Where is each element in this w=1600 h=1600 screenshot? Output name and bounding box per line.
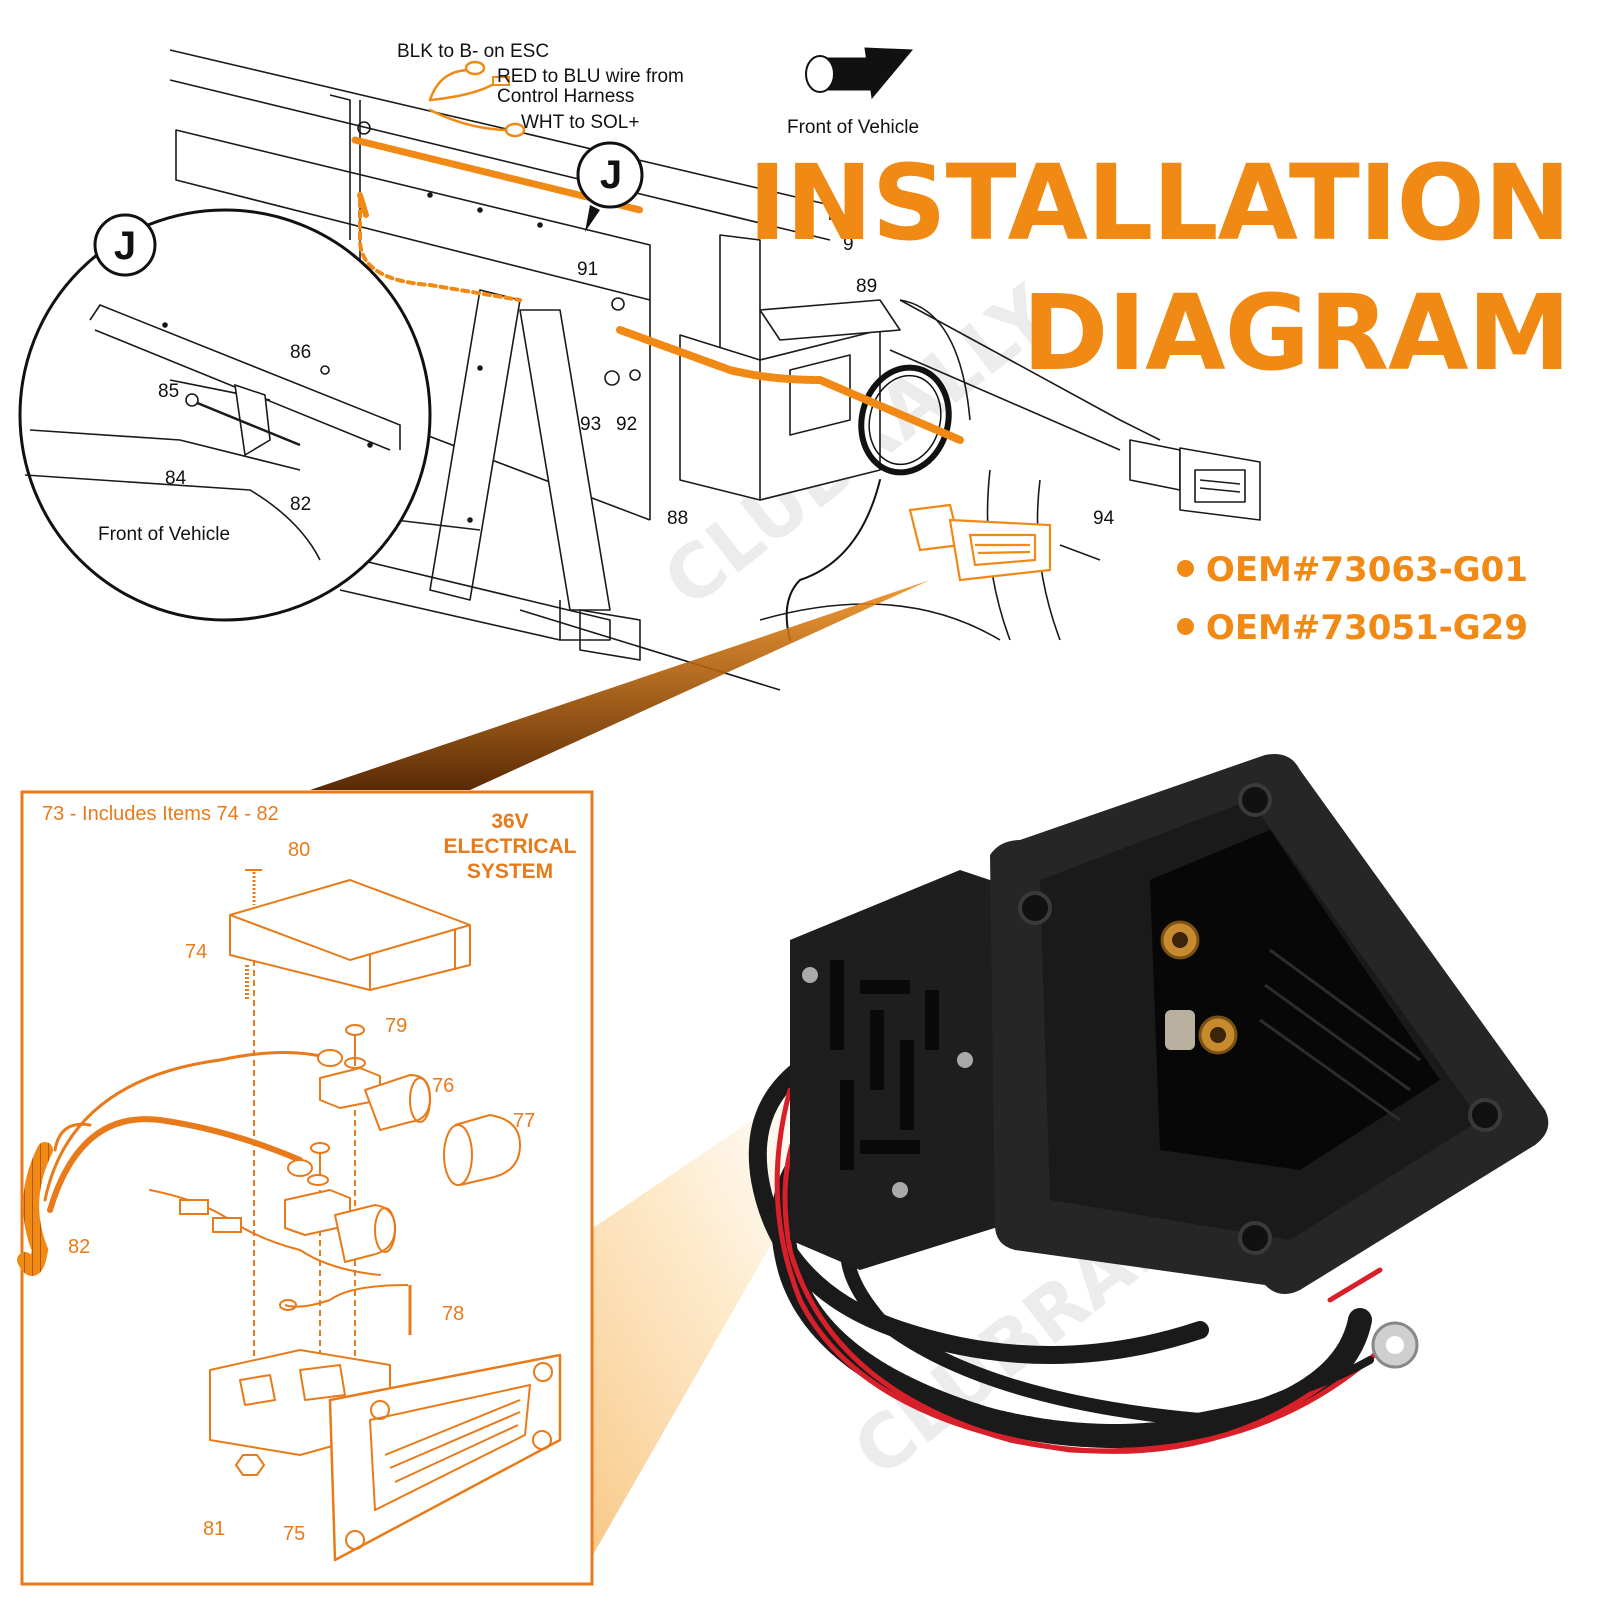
part-number: 79: [385, 1015, 407, 1037]
callout-beam: [310, 580, 930, 790]
exploded-header: 73 - Includes Items 74 - 82: [42, 803, 279, 825]
harness-wire-frame: [351, 60, 964, 641]
inset-marker-label: J: [114, 224, 136, 268]
oem-number-text: OEM#73063-G01: [1205, 550, 1528, 590]
label-red-wire-2: Control Harness: [497, 86, 634, 107]
oem-number: OEM#73063-G01: [1176, 550, 1528, 590]
part-number: 74: [185, 941, 207, 963]
oem-number: OEM#73051-G29: [1176, 608, 1528, 648]
front-arrow-icon: [805, 47, 914, 100]
oem-number-text: OEM#73051-G29: [1205, 608, 1528, 648]
part-number: 86: [290, 342, 311, 363]
label-blk-wire: BLK to B- on ESC: [397, 41, 549, 62]
part-number: 93: [580, 414, 601, 435]
part-number: 82: [290, 494, 311, 515]
part-number: 78: [442, 1303, 464, 1325]
part-number: 85: [158, 381, 179, 402]
page-subtitle: DIAGRAM: [1022, 272, 1571, 394]
bullet-icon: [1176, 618, 1194, 635]
system-label: 36V: [491, 810, 528, 833]
detail-marker-label: J: [600, 153, 622, 197]
page-title: INSTALLATION: [747, 142, 1571, 264]
part-number: 80: [288, 839, 310, 861]
bullet-icon: [1176, 560, 1194, 577]
part-number: 82: [68, 1236, 90, 1258]
exploded-view: [17, 790, 594, 1586]
part-number: 9: [843, 234, 854, 255]
label-front-inset: Front of Vehicle: [98, 524, 230, 545]
part-number: 77: [513, 1110, 535, 1132]
system-label: SYSTEM: [467, 860, 553, 883]
part-number: 81: [203, 1518, 225, 1540]
part-number: 91: [577, 259, 598, 280]
detail-inset: [18, 208, 432, 622]
part-number: 89: [856, 276, 877, 297]
label-wht-wire: WHT to SOL+: [521, 112, 639, 133]
part-number: 88: [667, 508, 688, 529]
vehicle-frame-drawing: [169, 49, 1261, 691]
system-label: ELECTRICAL: [444, 835, 577, 858]
part-number: 76: [432, 1075, 454, 1097]
detail-marker: [576, 141, 644, 209]
label-front-top: Front of Vehicle: [787, 117, 919, 138]
label-red-wire: RED to BLU wire from: [497, 66, 684, 87]
part-number: 92: [616, 414, 637, 435]
product-photo: [748, 754, 1549, 1454]
part-number: 94: [1093, 508, 1115, 529]
part-number: 75: [283, 1523, 305, 1545]
part-number: 84: [165, 468, 187, 489]
receptacle-highlight: [908, 503, 1052, 582]
